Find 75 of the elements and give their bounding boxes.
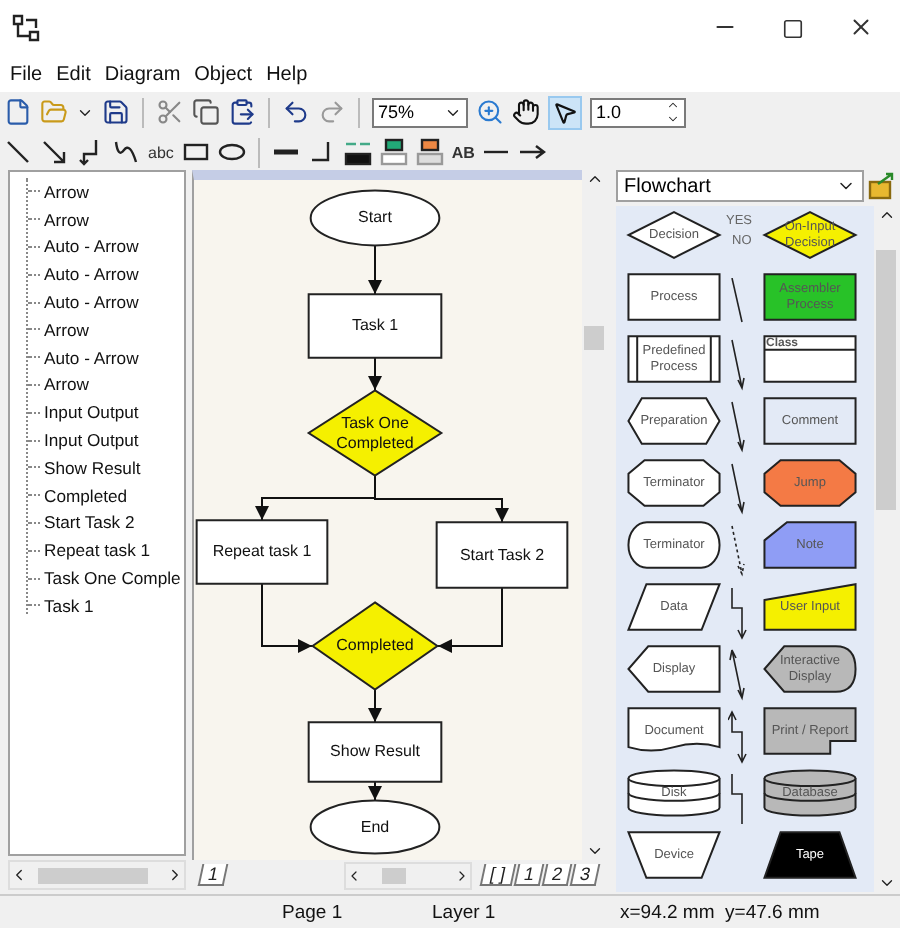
arrow [437,587,503,653]
terminator-shape [628,460,720,506]
arrow [368,245,382,295]
tree-item: Auto - Arrow [44,347,139,368]
menu-item: Edit [56,63,91,85]
shape-label: Show Result [330,742,420,762]
layer-tab: 1 [512,864,544,886]
user-input-shape [764,584,856,630]
decision-diamond [312,602,438,690]
report-shape [764,708,856,754]
tape-shape [764,832,856,878]
tree-item: Input Output [44,402,139,423]
tree-item: Repeat task 1 [44,540,151,561]
decision-diamond [308,390,442,476]
comment-shape [764,398,856,444]
shape-library-select: Flowchart [616,170,864,202]
tree-item: Completed [44,485,128,506]
page-tab: 1 [197,864,229,886]
shape-label: End [360,817,390,837]
menu-item: Diagram [104,63,181,85]
tree-item: Auto - Arrow [44,292,139,313]
line-width-field: 1.0 [590,97,686,127]
tree-item: Auto - Arrow [44,264,139,285]
tree-item: Arrow [44,181,89,202]
database-cylinder [764,770,856,816]
jump-shape [764,460,856,506]
menu-item: Object [194,63,253,85]
end-terminator [310,800,440,854]
data-shape [628,584,720,630]
process-box [196,520,328,584]
menu-item: File [10,63,43,85]
menu-item: Help [266,63,308,85]
arrow [368,357,382,391]
tree-item: Task 1 [44,595,94,616]
tree-item: Task One Comple [44,568,181,589]
shape-label: Start [358,208,392,228]
tree-item: Arrow [44,319,89,340]
tree-item: Auto - Arrow [44,236,139,257]
decision-shape [628,212,720,258]
class-shape [764,336,856,382]
arrow [261,583,313,653]
zoom-select: 75% [372,97,468,127]
layer-tab: [ ] [479,864,516,886]
document-shape [628,708,720,754]
process-shape [628,274,720,320]
decision-shape [764,212,856,258]
tree-item: Arrow [44,374,89,395]
status-text: Page 1 [282,902,343,924]
arrow [368,689,382,723]
device-shape [628,832,720,878]
tree-item: Start Task 2 [44,512,135,533]
start-terminator [310,190,440,246]
process-box [308,722,442,782]
shape-label: Start Task 2 [459,545,545,565]
shape-label: Repeat task 1 [212,542,312,562]
predefined-process-shape [628,336,720,382]
layer-tab: 2 [540,864,572,886]
process-shape [764,274,856,320]
layer-tab: 3 [568,864,600,886]
shape-label: Completed [336,636,414,656]
tree-item: Input Output [44,430,139,451]
shape-label: Task One Completed [334,414,416,452]
status-text: x=94.2 mm y=47.6 mm [620,902,820,924]
process-box [308,294,442,358]
tree-item: Show Result [44,457,141,478]
note-shape [764,522,856,568]
tree-item: Arrow [44,209,89,230]
arrow [368,781,382,801]
font-color-tool: AB [451,143,475,161]
terminator-shape [628,522,720,568]
disk-cylinder [628,770,720,816]
shape-label: Task 1 [351,316,399,336]
process-box [436,522,568,588]
text-tool: abc [148,143,174,161]
status-text: Layer 1 [432,902,496,924]
